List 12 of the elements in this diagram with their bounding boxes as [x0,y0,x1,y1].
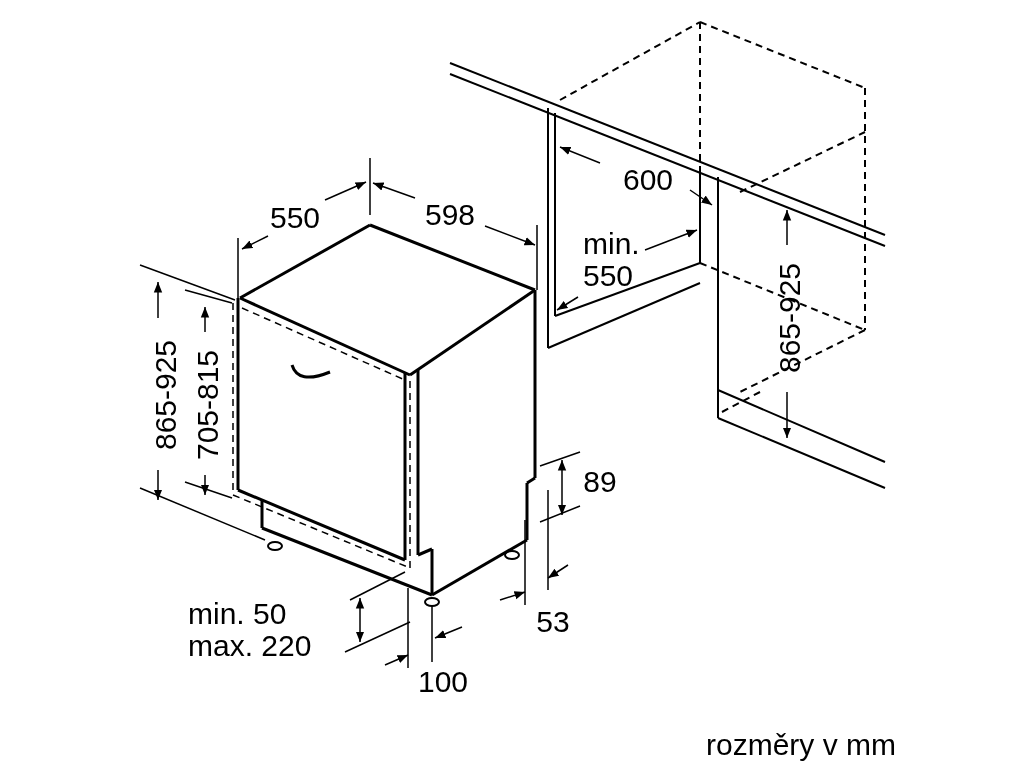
dimension-label: 600 [622,164,674,196]
dimension-label: min. 50 max. 220 [188,598,313,662]
dimension-label: 550 [269,202,321,234]
dimension-label: 53 [536,606,570,638]
dimension-label: 89 [583,466,617,498]
caption: rozměry v mm [706,728,896,762]
dimension-label: 705-815 [192,349,224,461]
dimension-label: 865-925 [150,339,182,451]
dimension-label: 865-925 [774,262,806,374]
dimension-label: 598 [424,199,476,231]
dimension-label: 100 [417,666,469,698]
dimension-label: min. 550 [583,228,641,292]
